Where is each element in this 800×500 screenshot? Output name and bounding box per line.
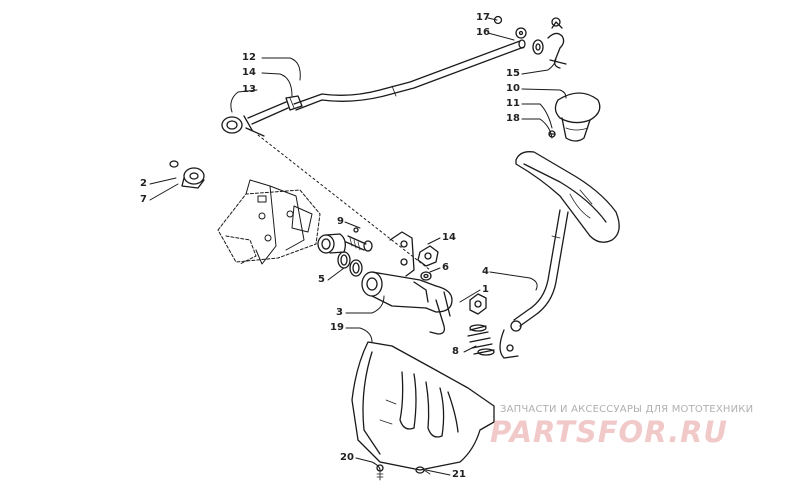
callout-18: 18 [506,113,520,124]
part-15-ball-joint [532,17,567,69]
callout-7: 7 [140,194,147,205]
part-3-pivot-arm [361,231,453,335]
part-20-screw [376,464,384,481]
bracket-bushing [317,233,346,254]
mounting-bracket [217,179,321,265]
part-6-washer [420,271,432,281]
callout-14-lower: 14 [442,232,456,243]
part-5-o-rings [337,251,363,277]
callout-15: 15 [506,68,520,79]
part-19-shift-boot [351,341,495,471]
part-2-washer [169,160,179,168]
callout-1: 1 [482,284,489,295]
part-12-shift-rod [293,39,526,111]
callout-3: 3 [336,307,343,318]
part-4-shift-lever [499,209,569,359]
callout-9: 9 [337,216,344,227]
part-7-bushing [181,167,205,189]
part-11-screw [548,130,556,138]
watermark-logo: PARTSFOR.RU [490,415,728,449]
part-9-bolt [345,227,373,252]
callout-21: 21 [452,469,466,480]
callout-2: 2 [140,178,147,189]
part-17-washer [493,15,503,25]
callout-13: 13 [242,84,256,95]
callout-20: 20 [340,452,354,463]
part-13-rod-end [221,101,289,137]
part-21-screw [415,466,431,475]
part-14-nut-lower [417,245,439,267]
callout-11: 11 [506,98,520,109]
callout-19: 19 [330,322,344,333]
callout-12: 12 [242,52,256,63]
leader-lines [149,17,567,476]
part-18-handle-cover [515,151,620,243]
callout-14-upper: 14 [242,67,256,78]
callout-6: 6 [442,262,449,273]
callout-8: 8 [452,346,459,357]
callout-17: 17 [476,12,490,23]
watermark-tagline: ЗАПЧАСТИ И АКСЕССУАРЫ ДЛЯ МОТОТЕХНИКИ [500,404,754,415]
part-1-nut [469,293,487,315]
part-16-washer [515,27,527,39]
callout-16: 16 [476,27,490,38]
part-14-nut [285,95,303,111]
callout-5: 5 [318,274,325,285]
part-10-knob [554,92,601,142]
callout-4: 4 [482,266,489,277]
part-8-spring [467,324,495,356]
callout-10: 10 [506,83,520,94]
